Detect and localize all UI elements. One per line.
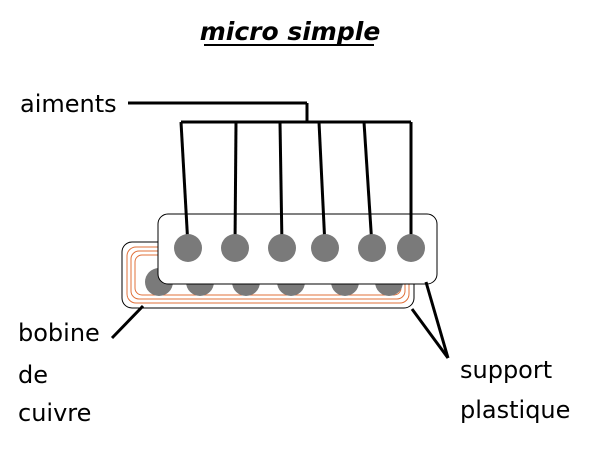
front-plastic-support [157,213,438,285]
label-coil-line2: de [18,361,48,389]
label-support-line1: support [460,356,552,384]
magnet [221,234,249,262]
support-pointer-rear [410,308,450,359]
magnet [174,234,202,262]
magnet-pointer [179,121,190,247]
magnet-pointer [278,121,284,247]
magnet [311,234,339,262]
front-magnets [174,234,425,262]
magnet [397,234,425,262]
magnet [268,234,296,262]
diagram-title: micro simple [200,17,381,46]
magnet-pointer [317,121,327,247]
label-coil-line3: cuivre [18,399,91,427]
magnet-pointer-lines [179,121,413,247]
magnet-pointer [362,121,374,247]
label-support-line2: plastique [460,396,570,424]
magnet-pointer [233,121,238,247]
label-coil-line1: bobine [18,319,100,347]
support-pointer-front [424,281,450,359]
label-magnets: aiments [20,90,117,118]
coil-pointer-line [110,304,145,340]
magnet [358,234,386,262]
